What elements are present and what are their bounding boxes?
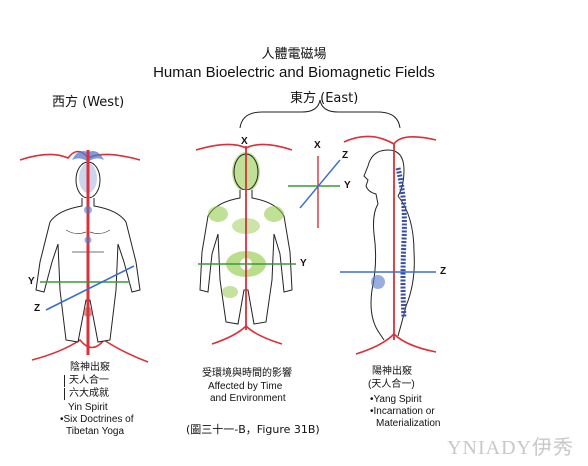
right-top-field-arc (343, 135, 437, 146)
middle-caption-en2: and Environment (210, 393, 286, 404)
right-profile-head (363, 149, 389, 205)
middle-bottom-field-arc (211, 324, 283, 345)
coord-z-label: Z (342, 150, 349, 161)
title-english: Human Bioelectric and Biomagnetic Fields (153, 64, 435, 81)
right-spine (395, 167, 407, 319)
right-caption-cn2: (天人合一) (368, 379, 415, 390)
middle-caption-en1: Affected by Time (208, 381, 283, 392)
middle-y-axis-label: Y (300, 258, 307, 269)
right-caption-cn: 陽神出竅 (372, 366, 412, 377)
west-figure (19, 150, 149, 363)
coordinate-axes-icon (288, 156, 341, 228)
west-caption-cn: 陰神出竅 (70, 362, 110, 373)
right-body-outline (370, 195, 415, 341)
watermark: YNIADY伊秀 (447, 437, 574, 459)
west-top-field-arc (19, 150, 141, 161)
right-bullet1: •Yang Spirit (370, 394, 422, 405)
west-z-axis (45, 265, 135, 311)
west-label: 西方 (West) (52, 95, 125, 110)
west-bottom-field-arc (31, 338, 149, 363)
figure-caption: (圖三十一-B，Figure 31B) (186, 423, 320, 436)
west-y-axis-label: Y (28, 276, 35, 287)
right-z-axis-label: Z (440, 266, 447, 277)
right-bottom-field-arc (355, 332, 437, 355)
coord-x-label: X (314, 140, 321, 151)
west-z-axis-label: Z (34, 303, 41, 314)
coord-y-label: Y (344, 180, 351, 191)
west-bracket-line1: 天人合一 (64, 375, 109, 387)
right-bullet2: •Incarnation or (370, 406, 435, 417)
east-right-figure (340, 135, 437, 355)
right-bullet2-cont: Materialization (376, 418, 441, 429)
west-caption-en: Yin Spirit (68, 402, 108, 413)
east-brace (239, 99, 401, 129)
west-bullet-cont: Tibetan Yoga (66, 426, 125, 437)
west-bracket-line2: 六大成就 (64, 388, 109, 400)
middle-caption-cn: 受環境與時間的影響 (202, 368, 292, 379)
middle-x-axis-label: X (241, 136, 248, 147)
east-middle-figure (195, 143, 296, 345)
east-label: 東方 (East) (290, 91, 359, 106)
title-chinese: 人體電磁場 (261, 47, 327, 62)
west-bullet: •Six Doctrines of (60, 414, 134, 425)
right-dantian (371, 275, 385, 289)
